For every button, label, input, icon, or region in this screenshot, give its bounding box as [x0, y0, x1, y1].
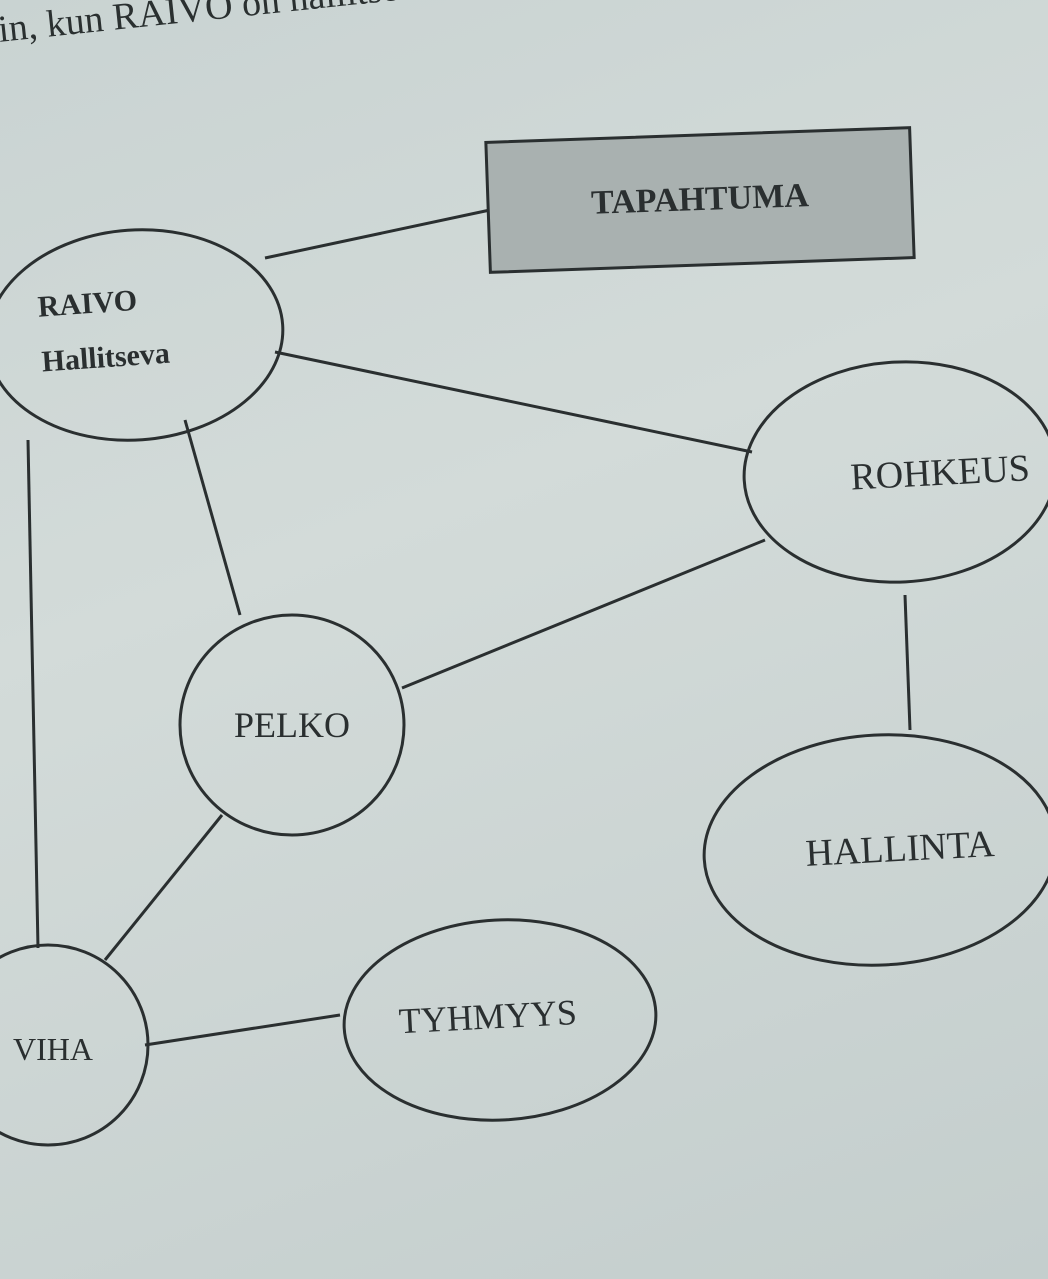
node-pelko: PELKO: [178, 613, 406, 837]
edge-pelko-viha: [103, 814, 224, 961]
node-ellipse: [0, 228, 285, 442]
node-viha: VIHA: [0, 943, 150, 1147]
node-label: VIHA: [13, 1031, 93, 1067]
node-label: TAPAHTUMA: [590, 177, 809, 222]
node-ellipse: [702, 733, 1048, 967]
edge-raivo-viha: [26, 439, 40, 949]
node-ellipse: [342, 918, 658, 1122]
node-label: TYHMYYS: [398, 992, 578, 1041]
node-box: [484, 126, 916, 274]
node-raivo: RAIVO Hallitseva: [0, 228, 285, 442]
node-tapahtuma: TAPAHTUMA: [484, 126, 916, 274]
node-label: ROHKEUS: [849, 447, 1030, 498]
node-ellipse: [742, 360, 1048, 584]
node-label: PELKO: [234, 705, 350, 745]
node-label: RAIVO: [37, 284, 138, 324]
node-label: HALLINTA: [804, 823, 996, 875]
node-tyhmyys: TYHMYYS: [342, 918, 658, 1122]
node-label: Hallitseva: [41, 337, 171, 379]
edge-raivo-rohkeus: [274, 350, 753, 454]
edge-raivo-pelko: [183, 419, 242, 616]
node-ellipse: [178, 613, 406, 837]
node-rohkeus: ROHKEUS: [742, 360, 1048, 584]
edge-raivo-tapahtuma: [264, 208, 491, 260]
edge-pelko-rohkeus: [401, 538, 766, 690]
node-ellipse: [0, 943, 150, 1147]
edge-viha-tyhmyys: [144, 1013, 341, 1047]
node-hallinta: HALLINTA: [702, 733, 1048, 967]
edge-rohkeus-hallinta: [903, 594, 912, 731]
